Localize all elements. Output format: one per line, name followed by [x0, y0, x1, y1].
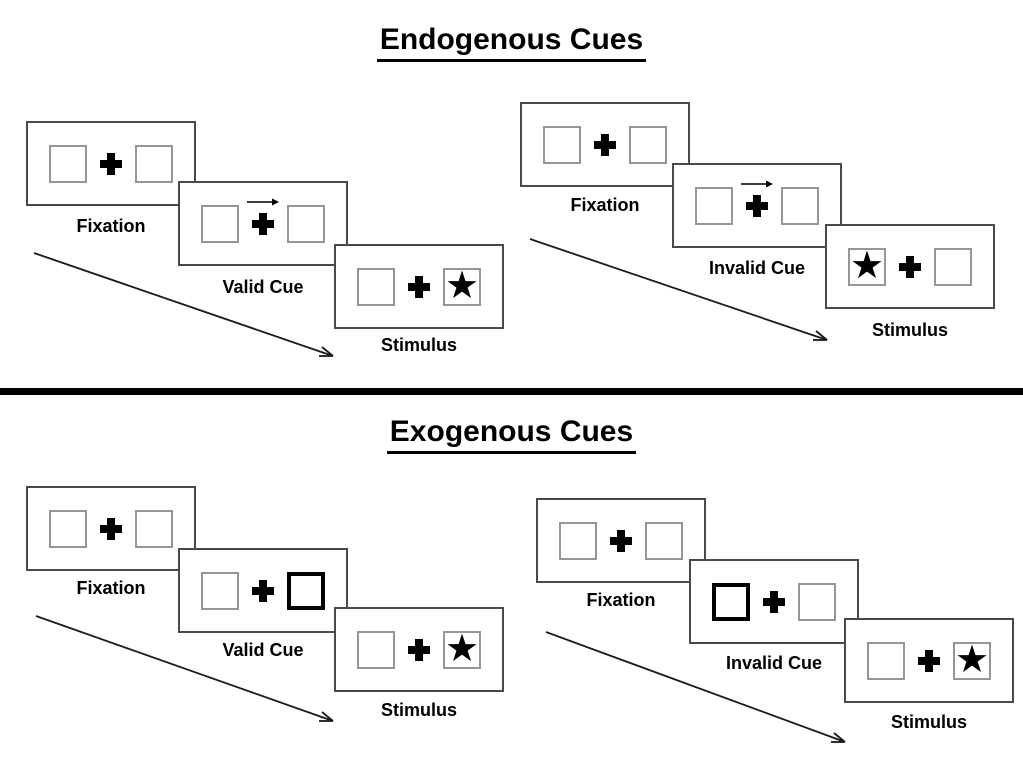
right-placeholder-box [645, 521, 683, 560]
section-title-exogenous: Exogenous Cues [0, 416, 1023, 454]
section-title-endogenous: Endogenous Cues [0, 24, 1023, 62]
right-arrow-cue-icon [247, 198, 279, 205]
right-placeholder-box [287, 204, 325, 243]
exogenous-invalid-cue-panel [689, 559, 859, 644]
time-arrow-icon [35, 615, 334, 722]
exogenous-valid-cue-panel [178, 548, 348, 633]
left-placeholder-box [201, 571, 239, 610]
endogenous-invalid-cue-panel [672, 163, 842, 248]
endogenous-invalid-fixation-panel [520, 102, 690, 187]
fixation-cross-icon [100, 152, 122, 175]
right-arrow-cue-icon [741, 180, 773, 187]
left-highlighted-cue-box [712, 582, 750, 621]
fixation-cross-icon [610, 529, 632, 552]
section-title-text: Endogenous Cues [376, 24, 647, 62]
panel-label-valid-cue: Valid Cue [222, 640, 304, 660]
right-placeholder-box [798, 582, 836, 621]
right-highlighted-cue-box [287, 571, 325, 610]
panel-label-stimulus: Stimulus [380, 335, 457, 355]
fixation-cross-icon [100, 517, 122, 540]
left-placeholder-box [867, 641, 905, 680]
panel-label-stimulus: Stimulus [380, 700, 457, 720]
fixation-cross-icon [408, 275, 430, 298]
exogenous-invalid-stimulus-panel: ★ [844, 618, 1014, 703]
left-placeholder-box [559, 521, 597, 560]
panel-label-fixation: Fixation [570, 195, 640, 215]
fixation-cross-icon [741, 180, 773, 217]
panel-label-invalid-cue: Invalid Cue [725, 653, 823, 673]
endogenous-invalid-stimulus-panel: ★ [825, 224, 995, 309]
left-placeholder-box [49, 144, 87, 183]
right-placeholder-box [934, 247, 972, 286]
right-placeholder-box [781, 186, 819, 225]
left-placeholder-box [357, 267, 395, 306]
right-target-box: ★ [953, 638, 991, 681]
section-title-text: Exogenous Cues [386, 416, 637, 454]
exogenous-invalid-fixation-panel [536, 498, 706, 583]
panel-label-fixation: Fixation [76, 216, 146, 236]
panel-label-stimulus: Stimulus [871, 320, 948, 340]
right-placeholder-box [629, 125, 667, 164]
right-target-box: ★ [443, 264, 481, 307]
endogenous-valid-stimulus-panel: ★ [334, 244, 504, 329]
left-placeholder-box [201, 204, 239, 243]
star-icon: ★ [444, 264, 480, 307]
exogenous-valid-fixation-panel [26, 486, 196, 571]
left-placeholder-box [49, 509, 87, 548]
endogenous-valid-fixation-panel [26, 121, 196, 206]
star-icon: ★ [954, 638, 990, 681]
fixation-cross-icon [252, 579, 274, 602]
right-target-box: ★ [443, 627, 481, 670]
time-arrow-icon [529, 238, 828, 341]
left-placeholder-box [357, 630, 395, 669]
section-divider [0, 388, 1023, 395]
star-icon: ★ [444, 627, 480, 670]
right-placeholder-box [135, 144, 173, 183]
panel-label-invalid-cue: Invalid Cue [708, 258, 806, 278]
star-icon: ★ [849, 244, 885, 287]
panel-label-valid-cue: Valid Cue [222, 277, 304, 297]
fixation-cross-icon [408, 638, 430, 661]
time-arrow-icon [545, 631, 846, 743]
time-arrow-icon [33, 252, 334, 357]
left-placeholder-box [695, 186, 733, 225]
endogenous-valid-cue-panel [178, 181, 348, 266]
right-placeholder-box [135, 509, 173, 548]
fixation-cross-icon [918, 649, 940, 672]
fixation-cross-icon [594, 133, 616, 156]
left-placeholder-box [543, 125, 581, 164]
exogenous-valid-stimulus-panel: ★ [334, 607, 504, 692]
fixation-cross-icon [763, 590, 785, 613]
panel-label-fixation: Fixation [586, 590, 656, 610]
panel-label-fixation: Fixation [76, 578, 146, 598]
fixation-cross-icon [899, 255, 921, 278]
left-target-box: ★ [848, 244, 886, 287]
panel-label-stimulus: Stimulus [890, 712, 967, 732]
fixation-cross-icon [247, 198, 279, 235]
